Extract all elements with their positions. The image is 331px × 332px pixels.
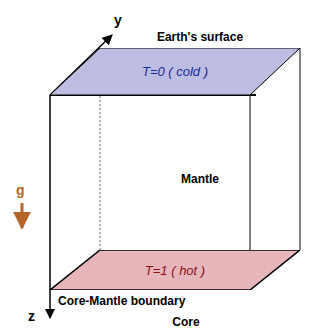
region-label: Core — [172, 315, 199, 329]
boundary-label: Core-Mantle boundary — [58, 294, 185, 308]
z-axis — [49, 95, 51, 318]
face-label: T=0 ( cold ) — [142, 64, 208, 79]
region-label: Mantle — [181, 172, 219, 186]
box-edge — [300, 48, 301, 250]
axis-label: y — [114, 12, 122, 28]
gravity-arrow — [21, 203, 24, 228]
surface-face: T=0 ( cold ) — [50, 48, 300, 95]
axis-label: z — [28, 308, 35, 324]
surface-label: Earth's surface — [157, 30, 243, 44]
face-label: T=1 ( hot ) — [145, 263, 205, 278]
cmb-face: T=1 ( hot ) — [50, 250, 300, 290]
gravity-label: g — [16, 182, 25, 198]
